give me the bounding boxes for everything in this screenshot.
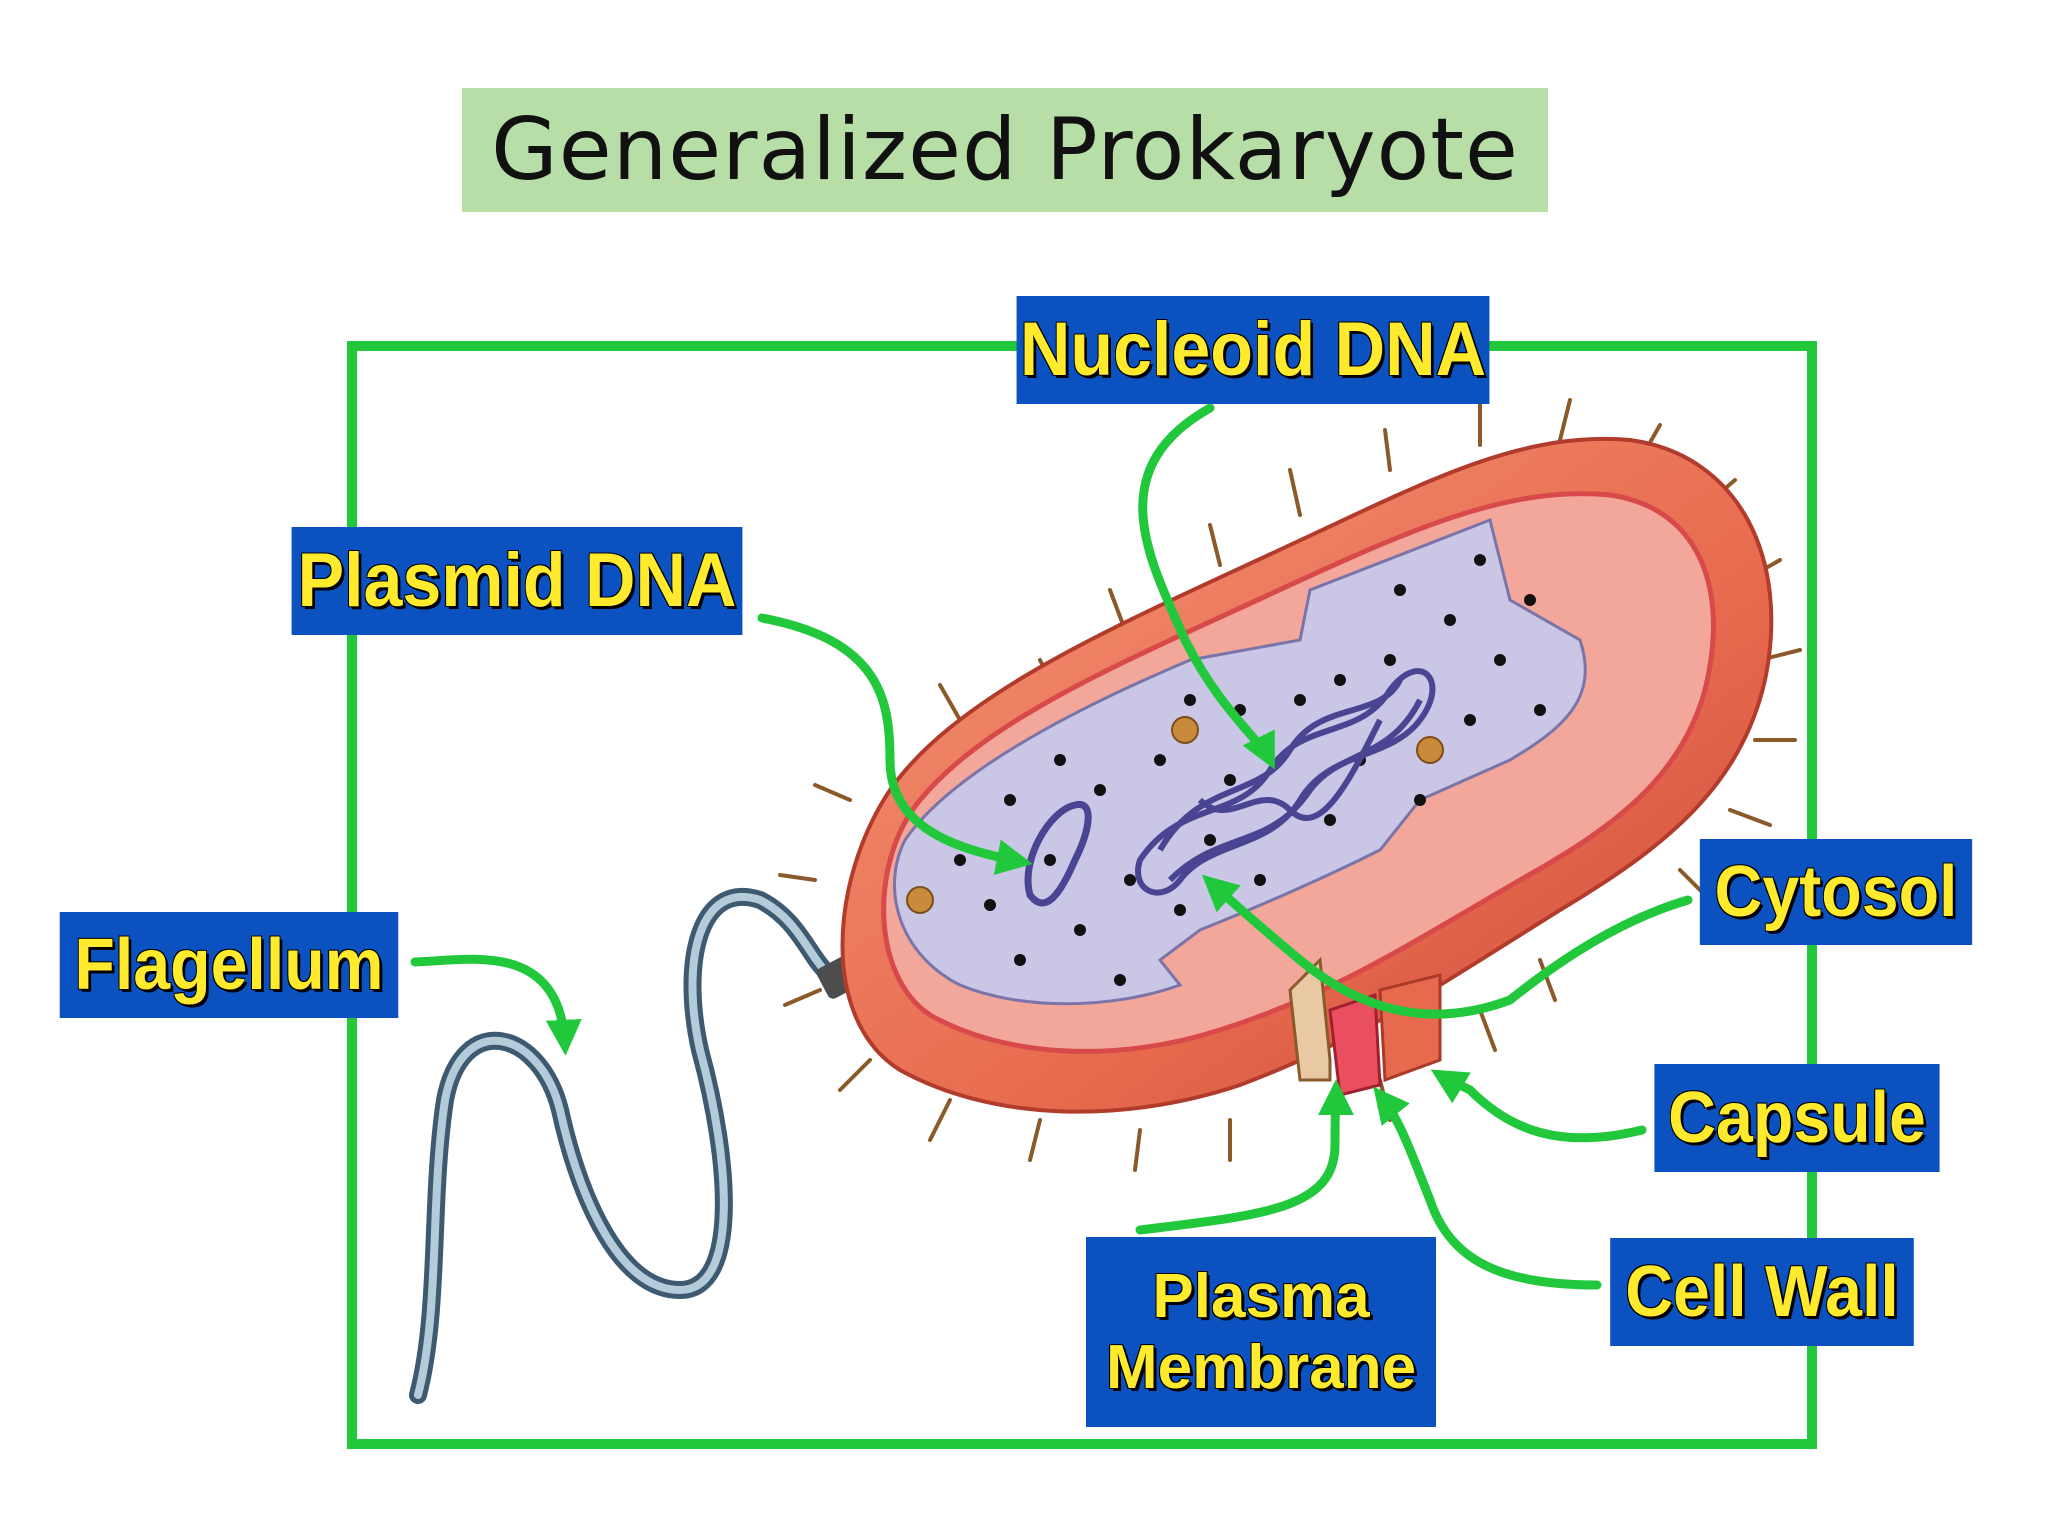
label-plasmid-dna-text: Plasmid DNA xyxy=(297,538,737,624)
label-plasmid-dna: Plasmid DNA xyxy=(291,527,743,635)
label-flagellum-text: Flagellum xyxy=(74,924,384,1005)
granules xyxy=(906,716,1444,914)
arrow-cell-wall xyxy=(1373,1086,1602,1290)
arrow-cytosol xyxy=(1201,874,1693,1019)
arrow-flagellum xyxy=(410,954,582,1056)
label-nucleoid-dna: Nucleoid DNA xyxy=(1016,296,1490,404)
arrow-plasma-membrane xyxy=(1135,1079,1354,1235)
label-cell-wall: Cell Wall xyxy=(1610,1238,1914,1346)
plasmid-dna-shape xyxy=(1024,801,1092,907)
label-plasma-membrane-line2: Membrane xyxy=(1105,1333,1417,1402)
pointer-arrows xyxy=(410,403,1693,1290)
label-cytosol-text: Cytosol xyxy=(1714,851,1958,932)
arrow-nucleoid-dna xyxy=(1138,403,1275,770)
label-flagellum: Flagellum xyxy=(59,912,399,1018)
label-nucleoid-dna-text: Nucleoid DNA xyxy=(1019,307,1487,393)
title-banner: Generalized Prokaryote xyxy=(462,88,1548,212)
arrow-plasmid-dna xyxy=(757,613,1033,875)
label-plasma-membrane-line1: Plasma xyxy=(1152,1261,1370,1331)
label-plasma-membrane: Plasma Membrane xyxy=(1086,1237,1436,1427)
label-cytosol: Cytosol xyxy=(1699,839,1973,945)
ribosomes xyxy=(954,554,1546,986)
layer-cutaway xyxy=(1288,956,1442,1097)
label-capsule-text: Capsule xyxy=(1668,1077,1926,1158)
label-cell-wall-text: Cell Wall xyxy=(1625,1251,1899,1332)
diagram-title: Generalized Prokaryote xyxy=(491,100,1519,200)
flagellum-shape xyxy=(409,888,900,1404)
arrow-capsule xyxy=(1430,1069,1647,1143)
nucleoid-dna-shape xyxy=(1135,668,1436,896)
label-capsule: Capsule xyxy=(1654,1064,1940,1172)
